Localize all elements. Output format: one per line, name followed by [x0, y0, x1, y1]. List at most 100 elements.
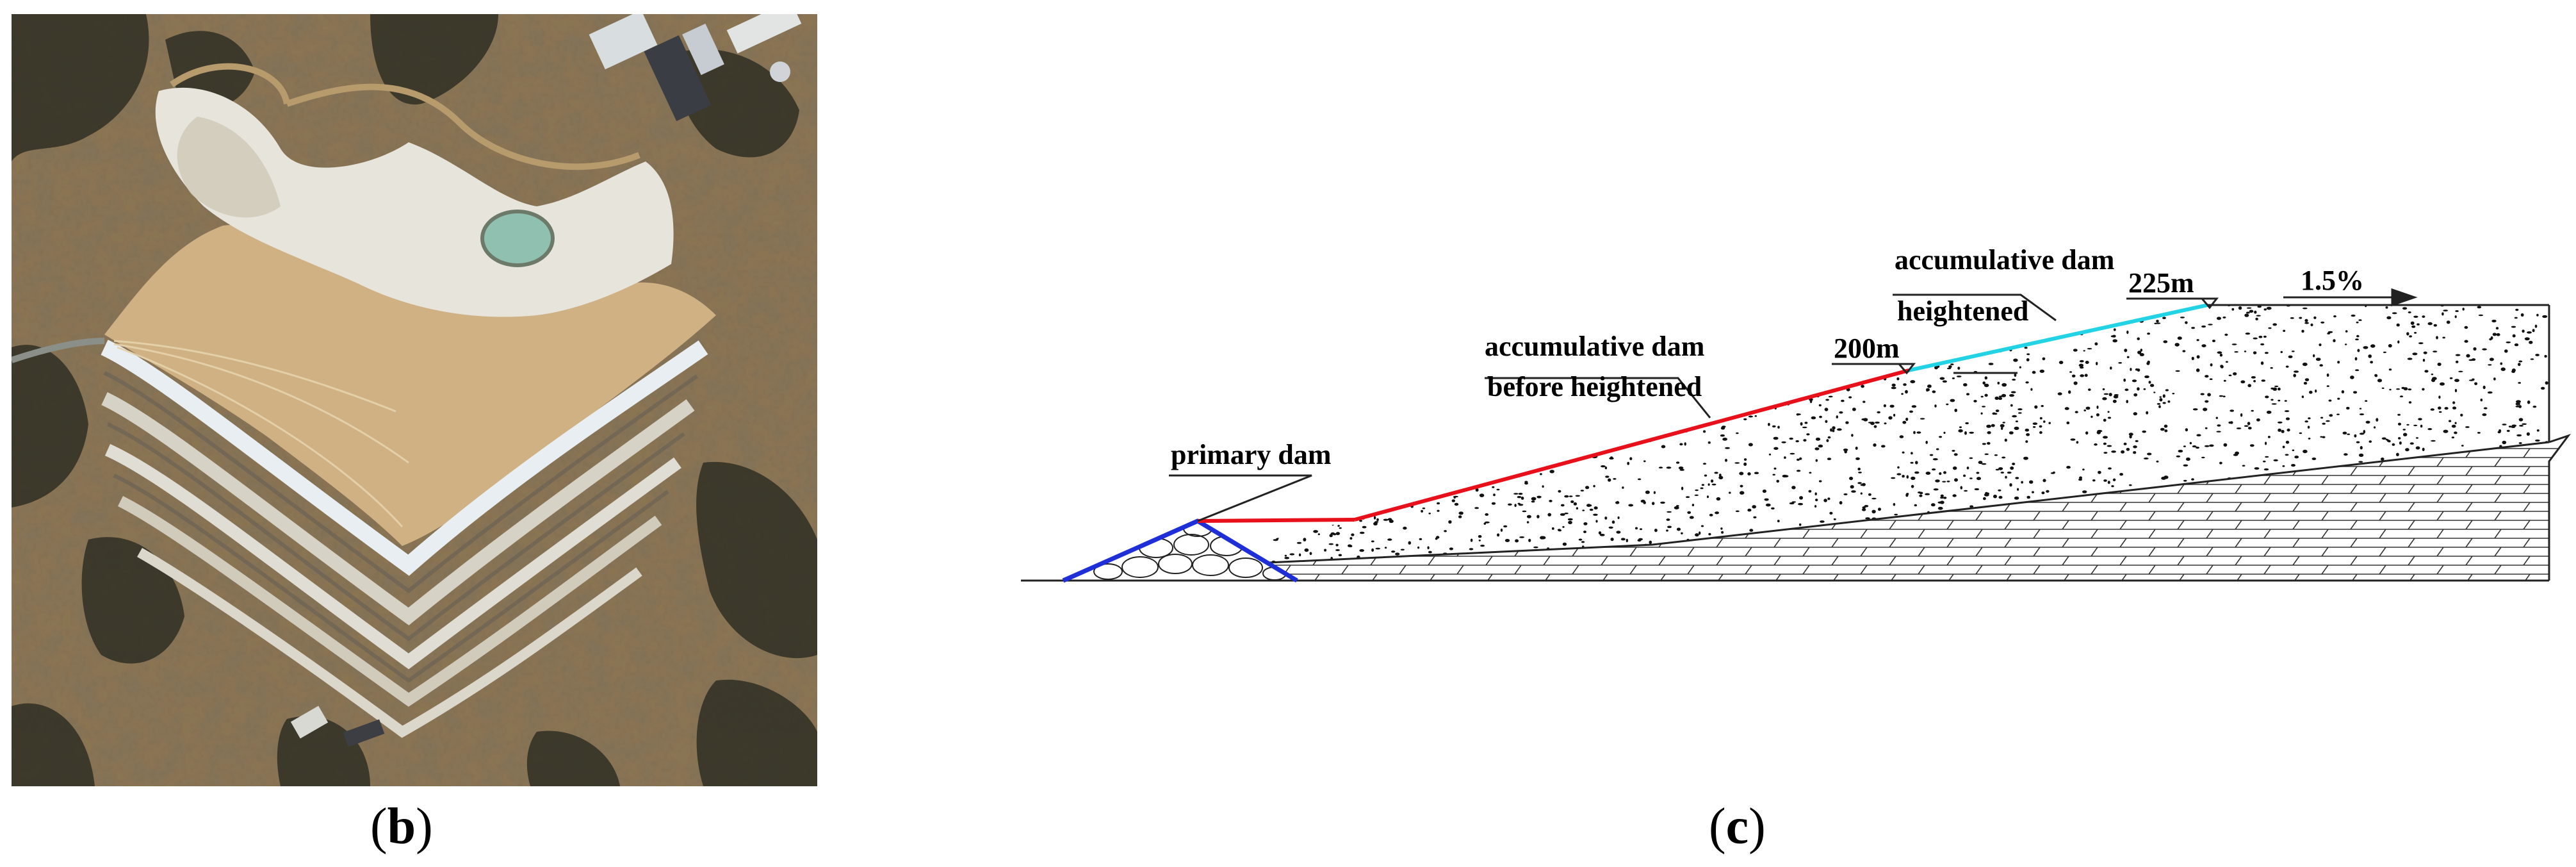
tailings-particle — [2162, 394, 2165, 398]
tailings-particle — [2482, 348, 2487, 351]
tailings-particle — [1613, 478, 1617, 480]
tailings-particle — [2167, 516, 2170, 520]
tailings-particle — [1325, 349, 1328, 352]
tailings-particle — [1287, 372, 1292, 375]
tailings-particle — [1460, 443, 1465, 445]
tailings-particle — [1782, 559, 1787, 562]
tailings-particle — [2462, 308, 2465, 311]
tailings-particle — [1909, 410, 1913, 413]
label-elevation-200: 200m — [1834, 333, 1900, 364]
tailings-particle — [1358, 359, 1364, 362]
tailings-particle — [1406, 486, 1409, 488]
tailings-particle — [1329, 534, 1333, 538]
tailings-particle — [1275, 525, 1280, 529]
tailings-particle — [1564, 495, 1569, 498]
tailings-particle — [2358, 453, 2364, 458]
tailings-particle — [2102, 513, 2106, 515]
foundation-hatch-tick — [1456, 529, 1464, 539]
tailings-particle — [1417, 546, 1420, 549]
tailings-particle — [1678, 467, 1684, 470]
tailings-particle — [1596, 427, 1599, 429]
tailings-particle — [1714, 472, 1718, 474]
tailings-particle — [2089, 302, 2093, 305]
tailings-particle — [1430, 311, 1435, 313]
foundation-hatch-tick — [2033, 457, 2041, 467]
tailings-particle — [2354, 357, 2358, 361]
label-slope: 1.5% — [2301, 265, 2364, 296]
tailings-particle — [2409, 498, 2413, 500]
tailings-particle — [1727, 345, 1732, 349]
tailings-particle — [2304, 318, 2308, 322]
tailings-particle — [2265, 456, 2269, 458]
tailings-particle — [2025, 440, 2028, 443]
foundation-hatch-tick — [1601, 520, 1608, 530]
tailings-particle — [1736, 432, 1739, 434]
tailings-particle — [1322, 301, 1325, 304]
tailings-particle — [1695, 489, 1699, 491]
tailings-particle — [1927, 384, 1932, 388]
tailings-particle — [2281, 530, 2285, 533]
tailings-particle — [1915, 461, 1918, 465]
tailings-particle — [1475, 456, 1480, 461]
tailings-particle — [1408, 484, 1412, 486]
tailings-particle — [1196, 305, 1199, 308]
tailings-particle — [1522, 510, 1527, 513]
tailings-particle — [1772, 425, 1776, 428]
tailings-particle — [1969, 457, 1973, 459]
tailings-particle — [1200, 414, 1203, 417]
tailings-particle — [1773, 447, 1779, 450]
tailings-particle — [1773, 383, 1778, 387]
tailings-particle — [1809, 320, 1814, 324]
tailings-particle — [2488, 561, 2493, 563]
foundation-hatch-tick — [2033, 475, 2041, 485]
tailings-particle — [2184, 511, 2188, 515]
foundation-hatch-tick — [2523, 448, 2531, 458]
tailings-particle — [1984, 453, 1989, 456]
tailings-particle — [1315, 337, 1319, 341]
tailings-particle — [1739, 472, 1744, 475]
tailings-particle — [1503, 525, 1508, 528]
tailings-particle — [1474, 400, 1478, 403]
tailings-particle — [1593, 513, 1598, 516]
tailings-particle — [1704, 474, 1708, 477]
tailings-particle — [1441, 305, 1444, 306]
tailings-particle — [1180, 418, 1186, 420]
tailings-particle — [2500, 523, 2504, 526]
tailings-particle — [2518, 514, 2523, 516]
foundation-hatch-tick — [1745, 493, 1752, 503]
tailings-particle — [2265, 442, 2267, 445]
tailings-particle — [2337, 397, 2340, 400]
foundation-hatch-tick — [1428, 556, 1435, 566]
tailings-particle — [2396, 452, 2399, 456]
tailings-particle — [2261, 379, 2266, 382]
tailings-particle — [2354, 369, 2360, 372]
tailings-particle — [2427, 322, 2433, 326]
tailings-particle — [1601, 465, 1606, 468]
tailings-particle — [1409, 461, 1414, 465]
tailings-particle — [1567, 441, 1572, 444]
foundation-hatch-tick — [1370, 466, 1378, 476]
tailings-particle — [2146, 361, 2150, 365]
tailings-particle — [2032, 370, 2036, 374]
tailings-particle — [1264, 411, 1268, 415]
tailings-particle — [2327, 517, 2331, 520]
tailings-particle — [2012, 550, 2015, 553]
tailings-particle — [2108, 467, 2112, 470]
tailings-particle — [1725, 459, 1727, 462]
tailings-particle — [2315, 358, 2321, 361]
foundation-hatch-tick — [2091, 529, 2098, 539]
tailings-particle — [2413, 315, 2418, 318]
tailings-particle — [1865, 517, 1870, 520]
tailings-particle — [2132, 379, 2137, 383]
tailings-particle — [1930, 503, 1936, 507]
tailings-particle — [1470, 538, 1473, 542]
tailings-particle — [2180, 569, 2183, 571]
tailings-particle — [1826, 360, 1830, 363]
tailings-particle — [2129, 506, 2135, 510]
tailings-particle — [2313, 558, 2315, 561]
tailings-particle — [2381, 387, 2384, 389]
tailings-particle — [2391, 531, 2393, 534]
tailings-particle — [2287, 428, 2290, 432]
foundation-hatch-tick — [2235, 484, 2242, 494]
tailings-particle — [2308, 417, 2311, 420]
